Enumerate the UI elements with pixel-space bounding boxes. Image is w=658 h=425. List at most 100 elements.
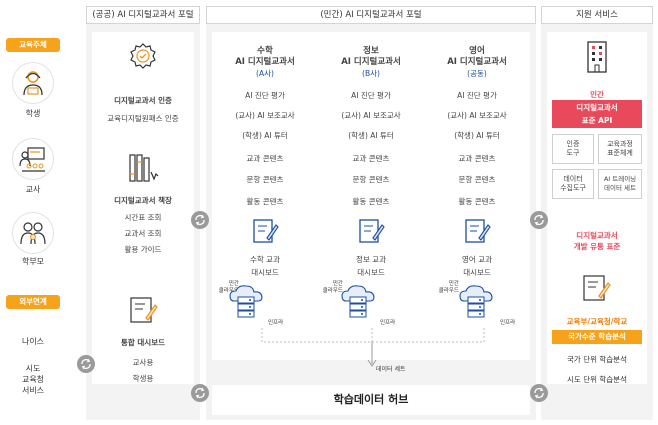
sido-line-1: 시도 (25, 364, 41, 373)
math-dash-1: 수학 교과 (250, 255, 280, 264)
math-cloud-label-2: 클라우드 (218, 288, 239, 294)
info-cloud-label-2: 클라우드 (322, 288, 343, 294)
cert-title: 디지털교과서 인증 (114, 96, 172, 105)
info-infra-label: 인프라 (380, 320, 396, 326)
math-item-6: 활동 콘텐츠 (246, 197, 284, 206)
english-dash-2: 대시보드 (463, 268, 491, 277)
math-title: 수학 (257, 46, 273, 56)
sido-unit-analysis: 시도 단위 학습분석 (567, 375, 627, 384)
national-unit-analysis: 국가 단위 학습분석 (567, 355, 627, 364)
shelf-title: 디지털교과서 책장 (114, 196, 172, 205)
math-dash-2: 대시보드 (251, 268, 279, 277)
english-cloud-label-1: 민간 (448, 281, 459, 287)
info-title: 정보 (363, 46, 379, 56)
cert-subtitle: 교육디지털원패스 인증 (107, 114, 179, 123)
learning-data-hub: 학습데이터 허브 (212, 385, 530, 415)
english-dashboard-icon (462, 216, 492, 248)
neis-label: 나이스 (21, 337, 45, 346)
english-title: 영어 (469, 46, 485, 56)
data-collect-line-2: 수집도구 (560, 184, 586, 192)
english-vendor: (공동) (467, 69, 487, 78)
math-title-2: AI 디지털교과서 (235, 57, 295, 67)
ai-training-line-1: AI 트레이닝 (603, 175, 637, 183)
sync-icon-hub-support (530, 384, 548, 402)
sync-icon-left (77, 355, 95, 373)
math-cloud-label: 민간 클라우드 (213, 281, 239, 295)
parents-label: 학부모 (21, 257, 45, 266)
math-dashboard-icon (250, 216, 280, 248)
dist-label-2: 개발 유통 표준 (573, 242, 621, 251)
english-item-5: 문항 콘텐츠 (458, 175, 496, 184)
english-dash-1: 영어 교과 (462, 255, 492, 264)
info-column: 정보 AI 디지털교과서 (B사) AI 진단 평가 (교사) AI 보조교사 … (318, 32, 424, 352)
english-infra-label: 인프라 (500, 320, 516, 326)
info-item-1: AI 진단 평가 (351, 91, 391, 100)
info-title-2: AI 디지털교과서 (341, 57, 401, 67)
english-cloud-server-icon (456, 283, 496, 323)
dataset-arrow-icon (258, 328, 488, 370)
dash-item-student: 학생용 (132, 374, 154, 383)
certificate-badge-icon (127, 42, 159, 76)
english-title-2: AI 디지털교과서 (447, 57, 507, 67)
private-portal-header: (민간) AI 디지털교과서 포털 (206, 6, 536, 24)
info-cloud-label: 민간 클라우드 (317, 281, 343, 295)
api-label-1: 디지털교과서 (576, 103, 618, 112)
shelf-item-guide: 활용 가이드 (124, 245, 162, 254)
math-infra-label: 인프라 (268, 320, 284, 326)
english-cloud-label: 민간 클라우드 (433, 281, 459, 295)
math-item-4: 교과 콘텐츠 (246, 154, 284, 163)
education-subjects-pill: 교육주체 (6, 38, 60, 52)
info-item-2: (교사) AI 보조교사 (341, 111, 401, 120)
math-item-2: (교사) AI 보조교사 (235, 111, 295, 120)
info-item-4: 교과 콘텐츠 (352, 154, 390, 163)
dash-title: 통합 대시보드 (120, 338, 165, 347)
math-column: 수학 AI 디지털교과서 (A사) AI 진단 평가 (교사) AI 보조교사 … (212, 32, 318, 352)
info-item-5: 문항 콘텐츠 (352, 175, 390, 184)
external-link-pill: 외부연계 (6, 295, 60, 309)
ai-training-line-2: 데이터 세트 (604, 184, 636, 192)
bookshelf-icon (127, 152, 161, 186)
public-portal-header: (공공) AI 디지털교과서 포털 (86, 6, 200, 24)
gov-note-icon (580, 272, 612, 306)
info-dash-2: 대시보드 (357, 268, 385, 277)
info-cloud-label-1: 민간 (332, 281, 343, 287)
math-cloud-server-icon (226, 283, 266, 323)
english-column: 영어 AI 디지털교과서 (공동) AI 진단 평가 (교사) AI 보조교사 … (424, 32, 530, 352)
student-label: 학생 (25, 109, 41, 118)
dist-standard-label: 디지털교과서 개발 유통 표준 (547, 230, 647, 252)
shelf-item-timetable: 시간표 조회 (124, 213, 162, 222)
info-item-6: 활동 콘텐츠 (352, 197, 390, 206)
info-dash-1: 정보 교과 (356, 255, 386, 264)
sync-icon-private-support (530, 211, 548, 229)
dist-label-1: 디지털교과서 (576, 231, 618, 240)
building-icon (582, 38, 612, 76)
national-analysis-bar: 국가수준 학습분석 (552, 330, 642, 344)
english-cloud-label-2: 클라우드 (438, 288, 459, 294)
dash-item-teacher: 교사용 (132, 358, 154, 367)
sync-icon-public-hub (191, 384, 209, 402)
curriculum-line-1: 교육과정 (607, 140, 633, 148)
student-icon (12, 62, 54, 104)
gov-label: 교육부/교육청/학교 (566, 317, 628, 326)
sync-icon-public-private (191, 211, 209, 229)
math-vendor: (A사) (256, 69, 274, 78)
data-collect-line-1: 데이터 (563, 175, 583, 183)
dashboard-note-icon (127, 294, 159, 328)
teacher-label: 교사 (25, 185, 41, 194)
info-item-3: (학생) AI 튜터 (348, 131, 394, 140)
api-label-2: 표준 API (581, 116, 613, 125)
info-dashboard-icon (356, 216, 386, 248)
english-item-2: (교사) AI 보조교사 (447, 111, 507, 120)
parents-icon (12, 212, 54, 254)
support-body (547, 32, 647, 384)
private-label: 민간 (590, 90, 604, 99)
english-item-4: 교과 콘텐츠 (458, 154, 496, 163)
info-vendor: (B사) (362, 69, 380, 78)
dataset-label: 데이터 세트 (376, 366, 406, 373)
math-item-1: AI 진단 평가 (245, 91, 285, 100)
english-item-6: 활동 콘텐츠 (458, 197, 496, 206)
